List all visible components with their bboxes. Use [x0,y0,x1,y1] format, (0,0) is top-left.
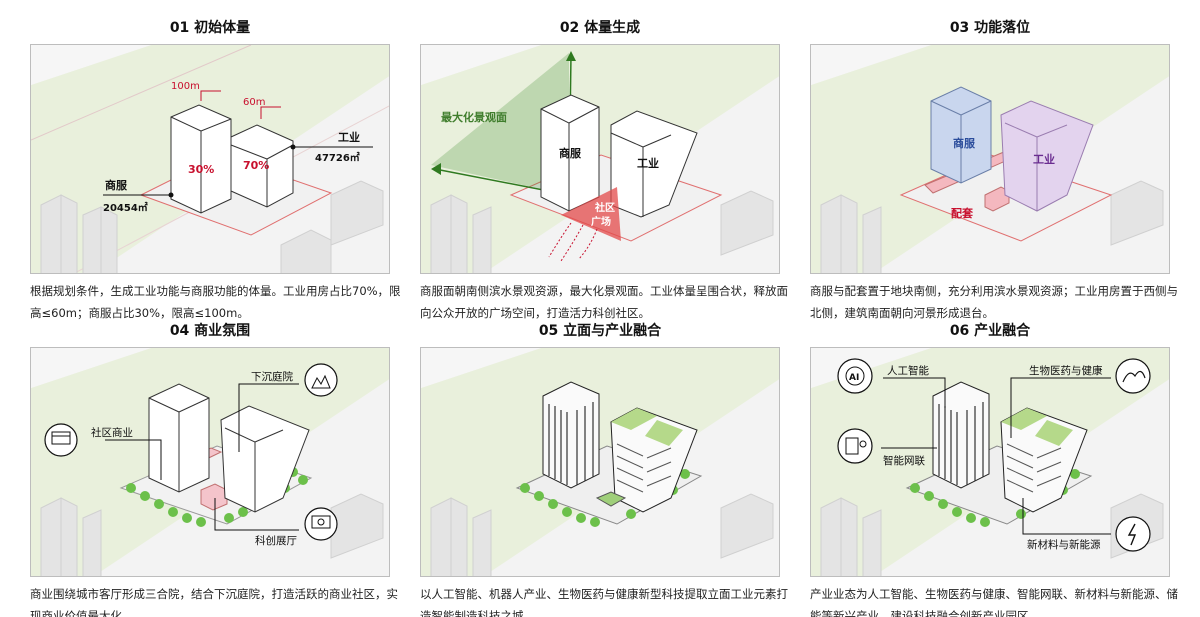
community-retail-icon [44,423,78,457]
label-view: 最大化景观面 [441,110,507,124]
label-energy: 新材料与新能源 [1027,538,1101,551]
label-height-a: 100m [171,81,200,92]
panel-title: 03 功能落位 [949,20,1031,36]
label-community: 社区商业 [91,426,133,439]
label-commerce: 商服 [953,136,976,150]
panel-title: 05 立面与产业融合 [538,323,662,339]
label-commerce-area: 20454㎡ [103,201,148,214]
label-sunken: 下沉庭院 [251,370,293,383]
label-support: 配套 [951,206,974,220]
diagram-facade-industry [420,347,780,577]
ai-icon: AI [837,358,873,394]
label-industry: 工业 [338,130,360,144]
label-exhibition: 科创展厅 [255,534,297,547]
label-height-b: 60m [243,97,265,108]
exhibition-hall-icon [304,507,338,541]
diagram-initial-massing: 100m 60m 30% 70% 工业 47726㎡ 商服 20454㎡ [30,44,390,274]
label-plaza-line2: 广场 [591,215,611,228]
diagram-industry-integration: AI 人工智能 生物医药与健康 智能网联 新材料与新能源 [810,347,1170,577]
diagram-commercial-atmosphere: 下沉庭院 社区商业 科创展厅 [30,347,390,577]
sunken-courtyard-icon [304,363,338,397]
panel-description: 商服面朝南侧滨水景观资源，最大化景观面。工业体量呈围合状，释放面向公众开放的广场… [420,284,788,320]
label-ratio-b: 70% [243,159,269,172]
label-industry: 工业 [637,156,659,170]
panel-title: 06 产业融合 [949,323,1031,339]
panel-title: 02 体量生成 [559,20,641,36]
panel-description: 商服与配套置于地块南侧，充分利用滨水景观资源；工业用房置于西侧与北侧，建筑南面朝… [810,284,1178,320]
label-ai: 人工智能 [887,364,929,377]
panel-description: 产业业态为人工智能、生物医药与健康、智能网联、新材料与新能源、储能等新兴产业，建… [810,587,1178,617]
biomedicine-icon [1115,358,1151,394]
panel-description: 以人工智能、机器人产业、生物医药与健康新型科技提取立面工业元素打造智能制造科技之… [420,587,788,617]
label-industry: 工业 [1033,152,1055,166]
panel-description: 商业围绕城市客厅形成三合院，结合下沉庭院，打造活跃的商业社区，实现商业价值最大化… [30,587,398,617]
diagram-function-placement: 商服 工业 配套 [810,44,1170,274]
connected-vehicle-icon [837,428,873,464]
label-iot: 智能网联 [883,454,925,467]
new-energy-icon [1115,516,1151,552]
panel-description: 根据规划条件，生成工业功能与商服功能的体量。工业用房占比70%，限高≤60m；商… [30,284,401,320]
panel-title: 01 初始体量 [169,20,251,36]
label-ratio-a: 30% [188,163,214,176]
label-industry-area: 47726㎡ [315,151,360,164]
panel-title: 04 商业氛围 [169,323,251,339]
label-commerce: 商服 [559,146,582,160]
label-commerce: 商服 [105,178,128,192]
label-plaza-line1: 社区 [594,201,615,214]
diagram-massing-generation: 最大化景观面 商服 工业 社区 广场 [420,44,780,274]
label-bio: 生物医药与健康 [1029,364,1103,377]
ai-icon-text: AI [849,373,859,383]
